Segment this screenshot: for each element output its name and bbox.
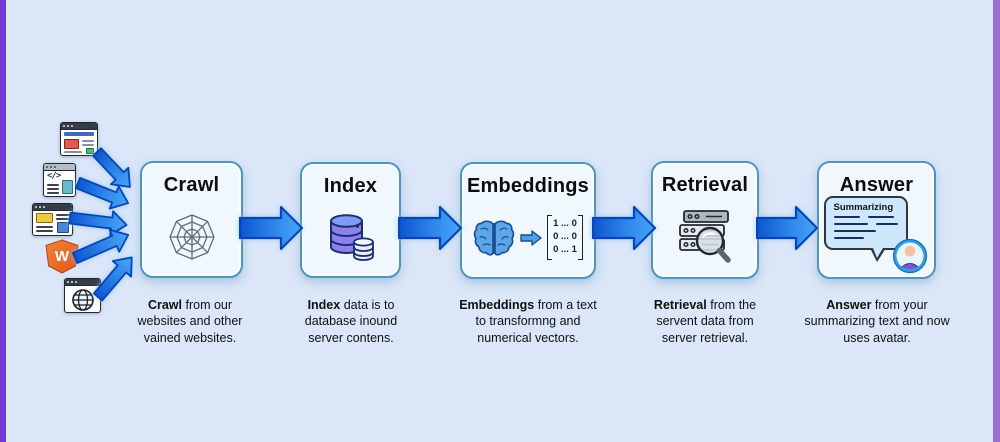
step-box-crawl: Crawl	[140, 161, 243, 278]
source-arrows	[68, 147, 133, 302]
desc-lead: Crawl	[147, 298, 182, 312]
matrix-row: 0 ... 1	[553, 243, 577, 255]
desc-answer: Answer from your summarizing text and no…	[800, 297, 954, 346]
desc-crawl: Crawl from our websites and other vained…	[125, 297, 255, 346]
avatar-icon	[892, 238, 927, 274]
step-box-retrieval: Retrieval	[651, 161, 759, 279]
browser-header	[61, 123, 97, 130]
step-title: Retrieval	[661, 174, 749, 196]
browser-header	[65, 279, 100, 286]
desc-text: from our websites and other vained websi…	[137, 298, 243, 345]
desc-lead: Retrieval	[653, 298, 707, 312]
database-icon	[329, 214, 374, 261]
website-code-icon: </>	[43, 163, 76, 197]
globe-glyph	[72, 289, 94, 311]
website-globe-icon	[64, 278, 101, 313]
flow-arrow-index-embeddings	[398, 205, 463, 251]
desc-lead: Embeddings	[459, 298, 535, 312]
step-title: Crawl	[163, 174, 220, 196]
desc-index: Index data is to database inound server …	[290, 297, 412, 346]
browser-header	[44, 164, 75, 171]
small-arrow-icon	[520, 229, 542, 246]
bubble-label: Summarizing	[833, 202, 894, 213]
step-box-embeddings: Embeddings 1 ..	[460, 162, 596, 279]
step-box-answer: Answer Summarizing	[817, 161, 936, 279]
step-title: Answer	[839, 174, 914, 196]
browser-header	[33, 204, 72, 211]
step-title: Embeddings	[466, 175, 589, 197]
bubble-tail	[869, 248, 886, 262]
speech-bubble: Summarizing	[823, 196, 908, 250]
server-search-icon	[679, 210, 731, 263]
desc-text: data is to database inound server conten…	[304, 298, 398, 345]
brain-icon	[473, 220, 515, 256]
matrix-row: 1 ... 0	[553, 218, 577, 230]
code-glyph: </>	[47, 171, 61, 181]
desc-text: from your summarizing text and now uses …	[804, 298, 950, 345]
w-letter: W	[55, 248, 70, 265]
right-frame-strip	[993, 0, 1000, 442]
flow-arrow-embeddings-retrieval	[592, 205, 657, 251]
matrix-icon: 1 ... 0 0 ... 0 0 ... 1	[547, 215, 583, 261]
flow-arrow-crawl-index	[239, 205, 304, 251]
left-frame-strip	[0, 0, 6, 442]
step-box-index: Index	[300, 162, 401, 278]
desc-retrieval: Retrieval from the servent data from ser…	[638, 297, 772, 346]
desc-text: from the servent data from server retrie…	[656, 298, 757, 345]
desc-lead: Index	[307, 298, 341, 312]
matrix-row: 0 ... 0	[553, 231, 577, 243]
chat-bubble-avatar-icon: Summarizing	[823, 194, 930, 276]
step-title: Index	[323, 175, 378, 197]
flow-arrow-retrieval-answer	[756, 205, 819, 251]
website-news-icon	[60, 122, 98, 156]
spider-web-icon	[168, 213, 215, 260]
desc-text: from a text to transformng and numerical…	[475, 298, 597, 345]
desc-lead: Answer	[826, 298, 872, 312]
desc-embeddings: Embeddings from a text to transformng an…	[453, 297, 603, 346]
w-shield-logo-icon: W	[45, 239, 79, 274]
